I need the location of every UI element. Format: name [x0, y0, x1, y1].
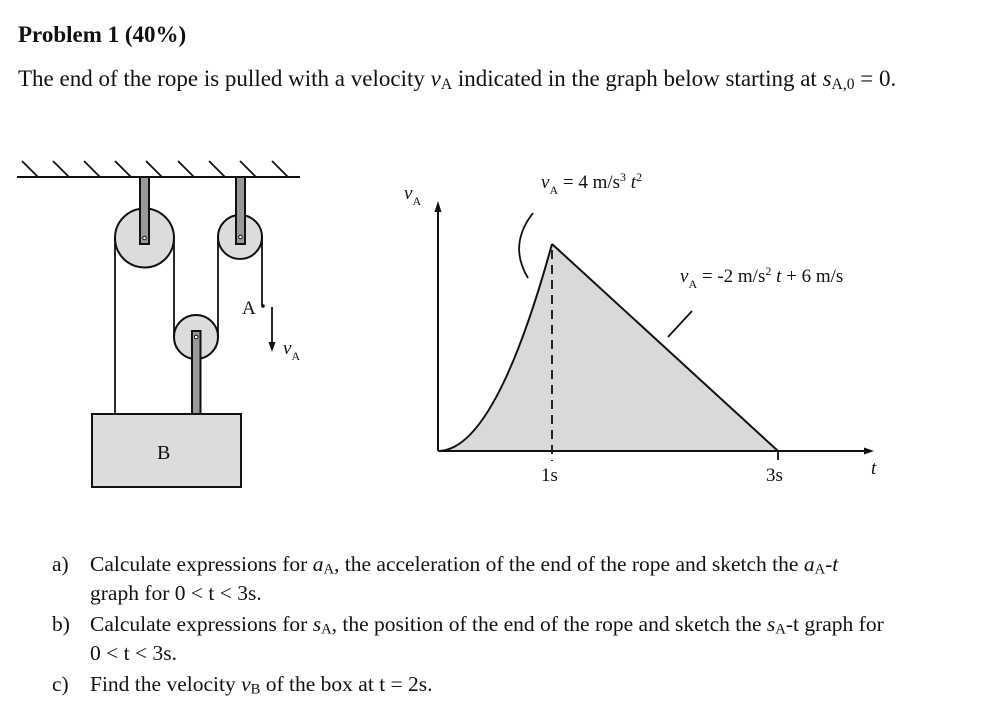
- x-tick-label-3s: 3s: [766, 465, 783, 486]
- y-axis-label: vA: [404, 183, 421, 208]
- question-text-line1: Find the velocity vB of the box at t = 2…: [90, 672, 433, 698]
- rope: [114, 237, 263, 414]
- velocity-chart: [434, 201, 874, 461]
- x-tick-label-1s: 1s: [541, 465, 558, 486]
- intro-suffix: = 0.: [854, 66, 897, 91]
- question-text-line2: 0 < t < 3s.: [90, 641, 177, 665]
- problem-title: Problem 1 (40%): [18, 22, 187, 47]
- arrow-up-icon: [434, 201, 442, 212]
- area-under-curve: [438, 244, 778, 451]
- ceiling-hatching: [21, 160, 289, 178]
- question-text-line1: Calculate expressions for aA, the accele…: [90, 552, 839, 578]
- rope-end-dot: [261, 304, 265, 308]
- point-a-label: A: [242, 298, 256, 319]
- question-text-line2: graph for 0 < t < 3s.: [90, 581, 262, 605]
- pulley-axle-icon: [193, 334, 199, 340]
- intro-prefix: The end of the rope is pulled with a vel…: [18, 66, 431, 91]
- box-b: [91, 413, 242, 488]
- line-label: vA = -2 m/s2 t + 6 m/s: [680, 264, 843, 291]
- question-c: c) Find the velocity vB of the box at t …: [52, 672, 992, 702]
- intro-var-v: v: [430, 66, 441, 91]
- parabola-segment: [437, 243, 553, 452]
- question-label: a): [52, 552, 69, 576]
- question-label: b): [52, 612, 70, 636]
- x-axis-label: t: [871, 458, 877, 479]
- line-label-leader: [667, 310, 693, 338]
- lower-pulley-rod: [191, 330, 202, 415]
- pulley-axle-icon: [142, 235, 147, 241]
- parabola-label: vA = 4 m/s3 t2: [541, 170, 642, 197]
- intro-var-sub: A: [440, 75, 453, 93]
- question-text-line1: Calculate expressions for sA, the positi…: [90, 612, 884, 638]
- intro-s-sub: A,0: [831, 75, 855, 93]
- question-label: c): [52, 672, 69, 696]
- question-a: a) Calculate expressions for aA, the acc…: [52, 552, 992, 612]
- arrow-right-icon: [864, 447, 874, 455]
- problem-intro: The end of the rope is pulled with a vel…: [18, 66, 896, 94]
- linear-segment: [551, 243, 779, 452]
- upper-right-pulley-bracket: [235, 176, 246, 245]
- box-b-label: B: [157, 442, 170, 464]
- parabola-label-leader: [518, 212, 534, 279]
- velocity-label: vA: [283, 338, 300, 363]
- intro-middle: indicated in the graph below starting at: [452, 66, 823, 91]
- pulley-diagram: [17, 160, 300, 488]
- intro-var-s: s: [822, 66, 832, 91]
- pulley-axle-icon: [238, 234, 243, 240]
- arrow-down-icon: [268, 342, 276, 352]
- question-b: b) Calculate expressions for sA, the pos…: [52, 612, 992, 672]
- upper-left-pulley-bracket: [139, 176, 150, 245]
